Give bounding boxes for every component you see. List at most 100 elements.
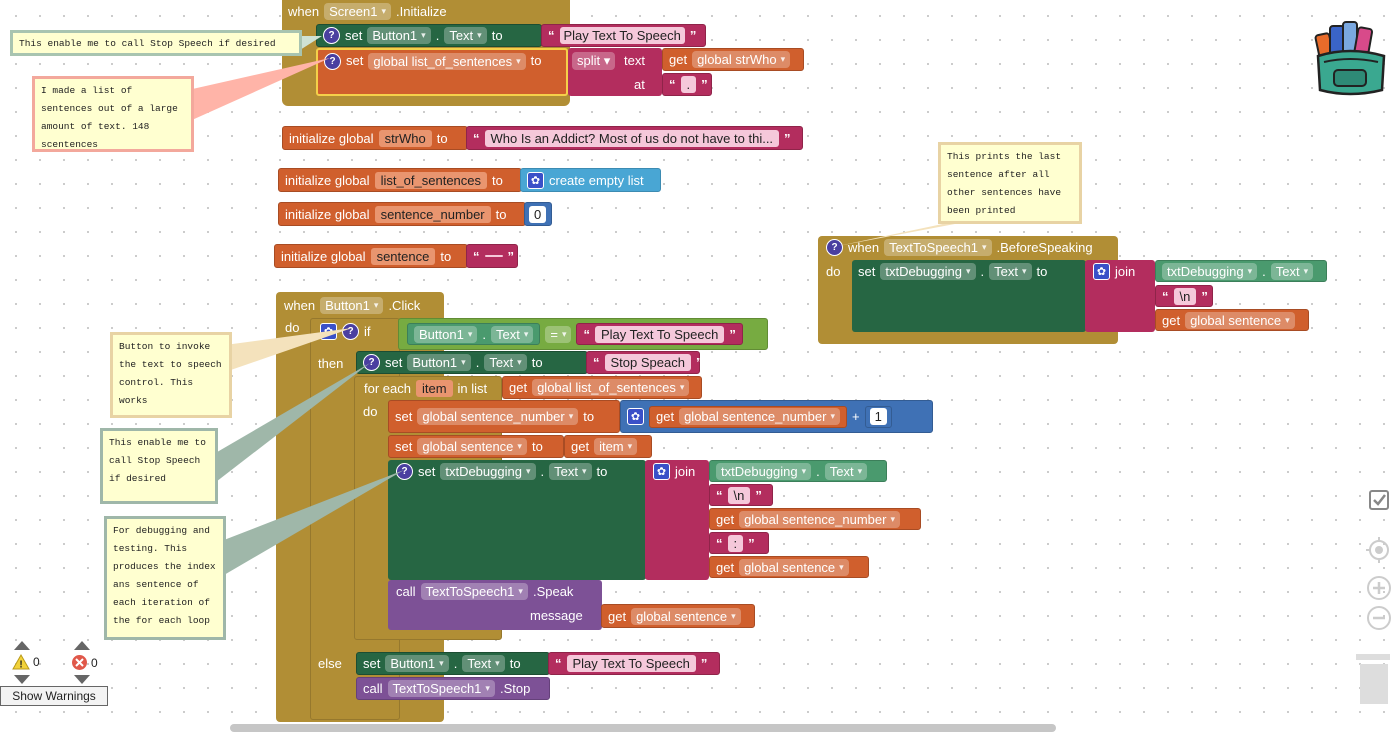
stop-speach-value[interactable]: Stop Speach [604, 354, 691, 371]
backpack-icon[interactable] [1310, 20, 1390, 98]
txtdebugging-text-getter[interactable]: txtDebugging . Text [1155, 260, 1327, 282]
newline-value[interactable]: \n [1173, 287, 1197, 305]
comment-stop-speech-init[interactable]: This enable me to call Stop Speech if de… [10, 30, 302, 56]
set-debug-loop-header[interactable]: ? set txtDebugging . Text to [390, 460, 613, 482]
variable-dropdown[interactable]: item [594, 438, 638, 455]
zoom-in-icon[interactable] [1366, 574, 1391, 602]
gear-icon[interactable]: ✿ [1093, 262, 1110, 280]
property-dropdown[interactable]: Text [484, 354, 527, 371]
else-text-literal[interactable]: “Play Text To Speech” [548, 652, 720, 675]
checkbox-icon[interactable] [1368, 488, 1390, 512]
set-list-of-sentences-block[interactable]: ? set global list_of_sentences to [316, 48, 568, 96]
component-dropdown[interactable]: TextToSpeech1 [420, 582, 528, 600]
gear-icon[interactable]: ✿ [653, 462, 670, 480]
text-value[interactable]: Play Text To Speech [559, 27, 685, 44]
set-button1-stop-speach[interactable]: ? set Button1 . Text to [356, 351, 588, 374]
show-warnings-button[interactable]: Show Warnings [0, 686, 108, 706]
get-list-of-sentences[interactable]: get global list_of_sentences [502, 376, 702, 399]
increment-value[interactable]: 1 [869, 408, 887, 425]
get-item[interactable]: get item [564, 435, 652, 458]
property-dropdown[interactable]: Text [462, 655, 505, 672]
get-strwho-block[interactable]: get global strWho [662, 48, 804, 71]
init-global-list[interactable]: initialize global list_of_sentences to [278, 168, 522, 192]
recenter-icon[interactable] [1366, 536, 1391, 564]
component-dropdown[interactable]: txtDebugging [880, 262, 976, 280]
get-sentence-speak[interactable]: get global sentence [601, 604, 755, 628]
help-icon[interactable]: ? [396, 462, 413, 480]
increment-literal[interactable]: 1 [864, 405, 892, 428]
component-dropdown[interactable]: Button1 [414, 325, 478, 343]
compare-block[interactable]: Button1 . Text = “Play Text To Speech” [398, 318, 768, 350]
component-dropdown[interactable]: Button1 [407, 354, 471, 371]
strwho-text-literal[interactable]: “Who Is an Addict? Most of us do not hav… [466, 126, 803, 150]
add-block[interactable]: ✿ get global sentence_number + 1 [620, 400, 933, 433]
else-text-value[interactable]: Play Text To Speech [566, 655, 696, 672]
comment-list-of-sentences[interactable]: I made a list of sentences out of a larg… [32, 76, 194, 152]
newline-value[interactable]: \n [727, 486, 751, 504]
newline-literal[interactable]: “\n” [1155, 285, 1213, 307]
warnings-up-arrow[interactable] [14, 641, 30, 650]
variable-dropdown[interactable]: global strWho [692, 51, 791, 68]
variable-dropdown[interactable]: global sentence [1185, 311, 1295, 329]
colon-literal[interactable]: “:” [709, 532, 769, 554]
help-icon[interactable]: ? [826, 238, 843, 256]
for-each-header[interactable]: for each item in list [358, 377, 493, 399]
global-name[interactable]: sentence [370, 247, 436, 265]
set-button1-text-block[interactable]: ? set Button1 . Text to [316, 24, 542, 47]
help-icon[interactable]: ? [323, 27, 340, 44]
variable-dropdown[interactable]: global list_of_sentences [368, 53, 526, 70]
set-debug-header[interactable]: set txtDebugging . Text to [852, 260, 1053, 282]
empty-text-literal[interactable]: “ ” [466, 244, 518, 268]
variable-dropdown[interactable]: global sentence_number [679, 408, 840, 425]
variable-dropdown[interactable]: global list_of_sentences [532, 379, 690, 396]
button-click-header[interactable]: when Button1 .Click [278, 294, 440, 316]
call-stop-block[interactable]: call TextToSpeech1 .Stop [356, 677, 550, 700]
number-literal-block[interactable]: 0 [524, 202, 552, 226]
variable-dropdown[interactable]: global sentence_number [417, 408, 579, 425]
get-global-sentence[interactable]: get global sentence [1155, 309, 1309, 331]
separator-literal[interactable]: “.” [662, 73, 712, 96]
if-header[interactable]: ✿ ? if [314, 320, 377, 342]
else-set-button1[interactable]: set Button1 . Text to [356, 652, 550, 675]
colon-value[interactable]: : [727, 534, 744, 552]
comment-debugging[interactable]: For debugging and testing. This produces… [104, 516, 226, 640]
gear-icon[interactable]: ✿ [527, 171, 544, 189]
tts-before-speaking-header[interactable]: ? when TextToSpeech1 .BeforeSpeaking [820, 236, 1116, 258]
global-name[interactable]: list_of_sentences [374, 171, 488, 189]
compare-value[interactable]: Play Text To Speech [594, 325, 725, 343]
set-debug-block-loop[interactable] [388, 460, 646, 580]
warnings-down-arrow[interactable] [14, 675, 30, 684]
variable-dropdown[interactable]: global sentence [417, 438, 527, 455]
screen-initialize-header[interactable]: when Screen1 .Initialize [282, 0, 468, 23]
stop-speach-literal[interactable]: “Stop Speach” [586, 351, 702, 374]
init-global-strwho[interactable]: initialize global strWho to [282, 126, 468, 150]
component-dropdown[interactable]: Button1 [320, 296, 384, 314]
global-name[interactable]: strWho [378, 129, 432, 147]
comment-button-invoke[interactable]: Button to invoke the text to speech cont… [110, 332, 232, 418]
split-dropdown[interactable]: split ▾ [572, 52, 616, 70]
zoom-out-icon[interactable] [1366, 604, 1391, 632]
newline-literal-loop[interactable]: “\n” [709, 484, 773, 506]
help-icon[interactable]: ? [342, 322, 359, 340]
set-global-sentence[interactable]: set global sentence to [388, 435, 564, 458]
trash-icon[interactable] [1354, 650, 1391, 708]
property-dropdown[interactable]: Text [549, 462, 592, 480]
variable-dropdown[interactable]: global sentence_number [739, 510, 900, 528]
join-block-loop[interactable] [645, 460, 709, 580]
property-dropdown[interactable]: Text [444, 27, 487, 44]
button1-text-getter[interactable]: Button1 . Text [407, 323, 541, 345]
comment-stop-speech-click[interactable]: This enable me to call Stop Speech if de… [100, 428, 218, 504]
component-dropdown[interactable]: TextToSpeech1 [387, 680, 495, 697]
component-dropdown[interactable]: txtDebugging [716, 462, 812, 480]
txtdebugging-getter-loop[interactable]: txtDebugging . Text [709, 460, 887, 482]
text-literal-block[interactable]: “Play Text To Speech” [541, 24, 706, 47]
component-dropdown[interactable]: txtDebugging [1162, 262, 1258, 280]
get-sentence-number[interactable]: get global sentence_number [649, 405, 847, 428]
errors-down-arrow[interactable] [74, 675, 90, 684]
compare-text-literal[interactable]: “Play Text To Speech” [576, 323, 743, 345]
property-dropdown[interactable]: Text [1270, 262, 1314, 280]
gear-icon[interactable]: ✿ [320, 322, 337, 340]
init-global-sentence[interactable]: initialize global sentence to [274, 244, 468, 268]
help-icon[interactable]: ? [363, 354, 380, 371]
variable-dropdown[interactable]: global sentence [631, 607, 741, 625]
